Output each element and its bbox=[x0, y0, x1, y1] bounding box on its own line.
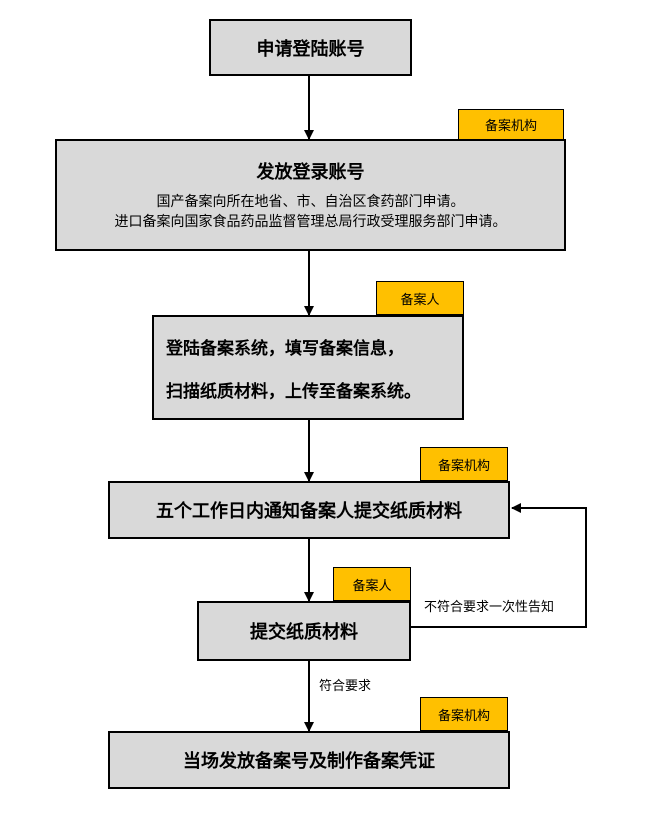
tag-filing-agency-3: 备案机构 bbox=[420, 697, 508, 731]
step-notify-applicant-title: 五个工作日内通知备案人提交纸质材料 bbox=[156, 501, 462, 522]
step-submit-paper-title: 提交纸质材料 bbox=[250, 622, 358, 643]
tag-applicant-1: 备案人 bbox=[376, 281, 464, 315]
step-login-upload: 登陆备案系统，填写备案信息， 扫描纸质材料，上传至备案系统。 bbox=[152, 315, 464, 420]
label-not-compliant: 不符合要求一次性告知 bbox=[424, 600, 555, 615]
step-issue-account-line2: 进口备案向国家食品药品监督管理总局行政受理服务部门申请。 bbox=[114, 214, 507, 230]
feedback-arrow bbox=[411, 503, 587, 628]
step-request-account-title: 申请登陆账号 bbox=[256, 38, 365, 60]
step-issue-certificate: 当场发放备案号及制作备案凭证 bbox=[108, 731, 510, 789]
tag-filing-agency-2: 备案机构 bbox=[420, 447, 508, 481]
step-issue-account-title: 发放登录账号 bbox=[256, 162, 365, 183]
step-submit-paper: 提交纸质材料 bbox=[197, 601, 411, 661]
step-issue-certificate-title: 当场发放备案号及制作备案凭证 bbox=[183, 751, 435, 772]
step-notify-applicant: 五个工作日内通知备案人提交纸质材料 bbox=[108, 481, 510, 539]
tag-filing-agency-1: 备案机构 bbox=[458, 109, 564, 140]
step-issue-account-line1: 国产备案向所在地省、市、自治区食药部门申请。 bbox=[156, 194, 465, 210]
step-login-upload-line2: 扫描纸质材料，上传至备案系统。 bbox=[166, 381, 421, 402]
step-login-upload-line1: 登陆备案系统，填写备案信息， bbox=[166, 338, 404, 359]
step-issue-account: 发放登录账号 国产备案向所在地省、市、自治区食药部门申请。 进口备案向国家食品药… bbox=[55, 139, 566, 251]
label-compliant: 符合要求 bbox=[319, 679, 372, 694]
tag-applicant-2: 备案人 bbox=[333, 567, 411, 601]
step-request-account: 申请登陆账号 bbox=[209, 19, 412, 76]
